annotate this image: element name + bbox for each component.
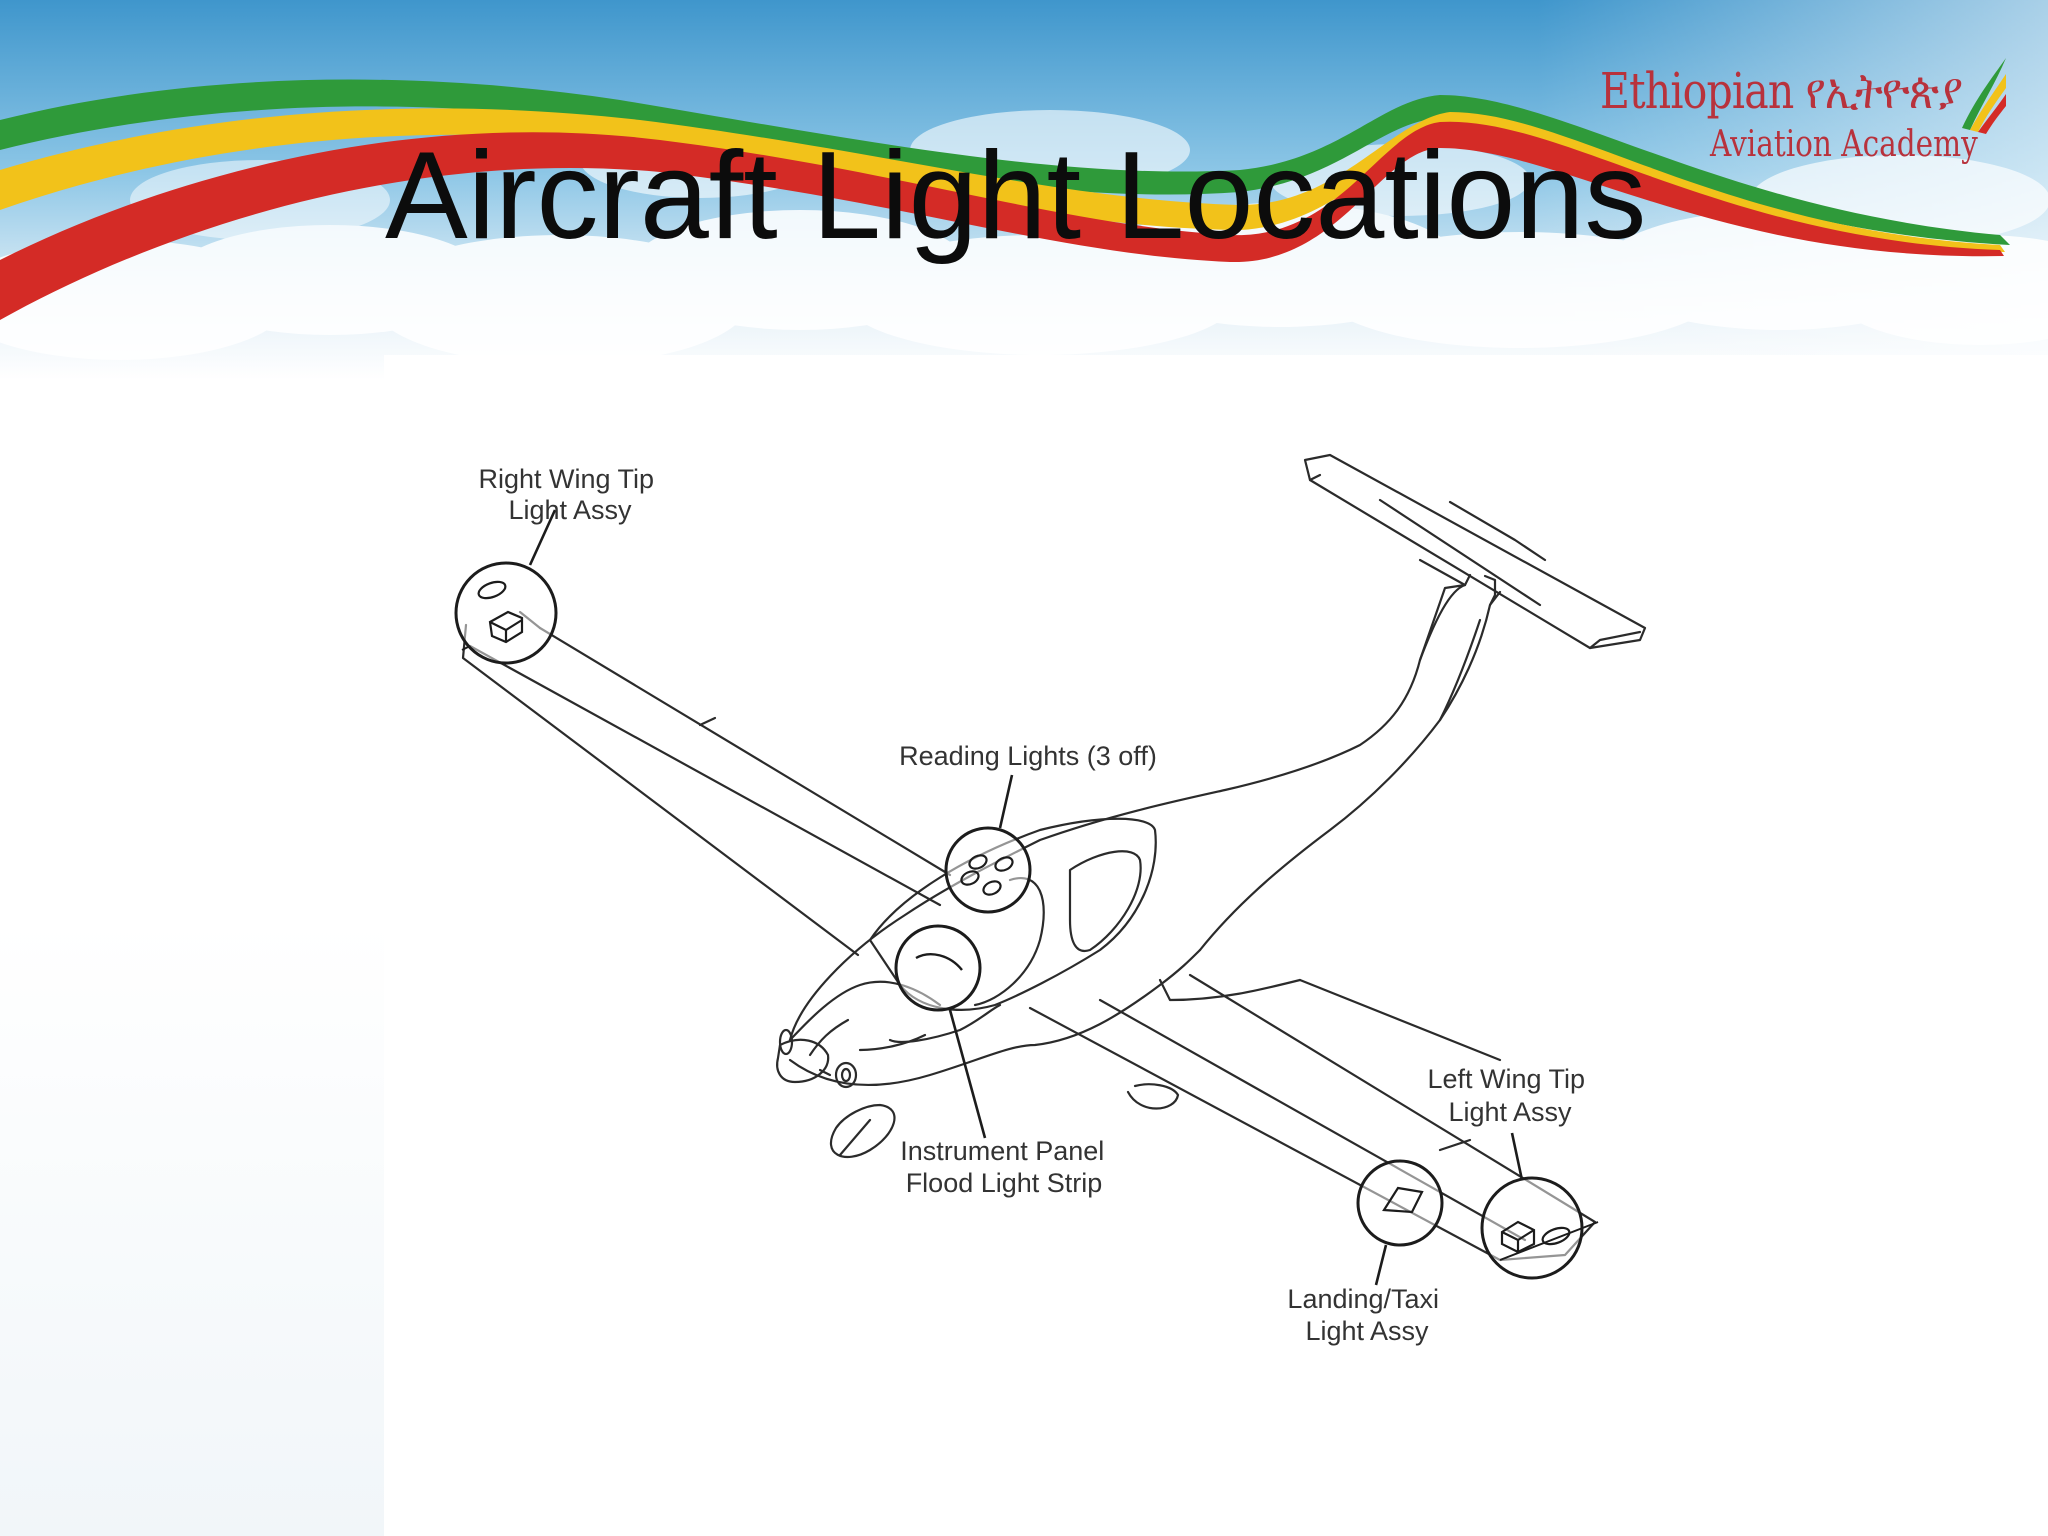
main-gear (1126, 1083, 1180, 1110)
nose-gear (829, 1103, 896, 1159)
tail (1303, 453, 1647, 722)
fuselage (788, 583, 1502, 1086)
callout-reading-lights (944, 774, 1032, 914)
callout-left-wing-tip (1480, 1132, 1599, 1280)
header-banner (0, 0, 2048, 380)
tricolor-ribbons (0, 79, 2010, 321)
callout-instrument-panel (894, 924, 987, 1139)
logo-swoosh-icon (1962, 58, 2006, 134)
propeller-spinner (776, 1028, 858, 1089)
logo-subtitle: Aviation Academy (1710, 124, 1978, 165)
label-instrument-panel: Instrument Panel Flood Light Strip (900, 1136, 1112, 1198)
diagram-panel (384, 355, 2048, 1536)
airline-logo: Ethiopian የኢትዮጵያ Aviation Academy (1596, 58, 2016, 178)
right-wing (461, 610, 952, 957)
logo-wordmark: Ethiopian የኢትዮጵያ (1600, 62, 1963, 120)
callout-right-wing-tip (454, 509, 558, 665)
slide-title: Aircraft Light Locations (385, 127, 1647, 265)
label-left-wing-tip: Left Wing Tip Light Assy (1427, 1064, 1592, 1127)
label-reading-lights: Reading Lights (3 off) (899, 741, 1157, 771)
label-landing-taxi: Landing/Taxi Light Assy (1287, 1284, 1446, 1346)
callout-labels: Right Wing Tip Light Assy Reading Lights… (478, 464, 1592, 1346)
callout-landing-taxi (1356, 1159, 1444, 1286)
label-right-wing-tip: Right Wing Tip Light Assy (478, 464, 661, 525)
